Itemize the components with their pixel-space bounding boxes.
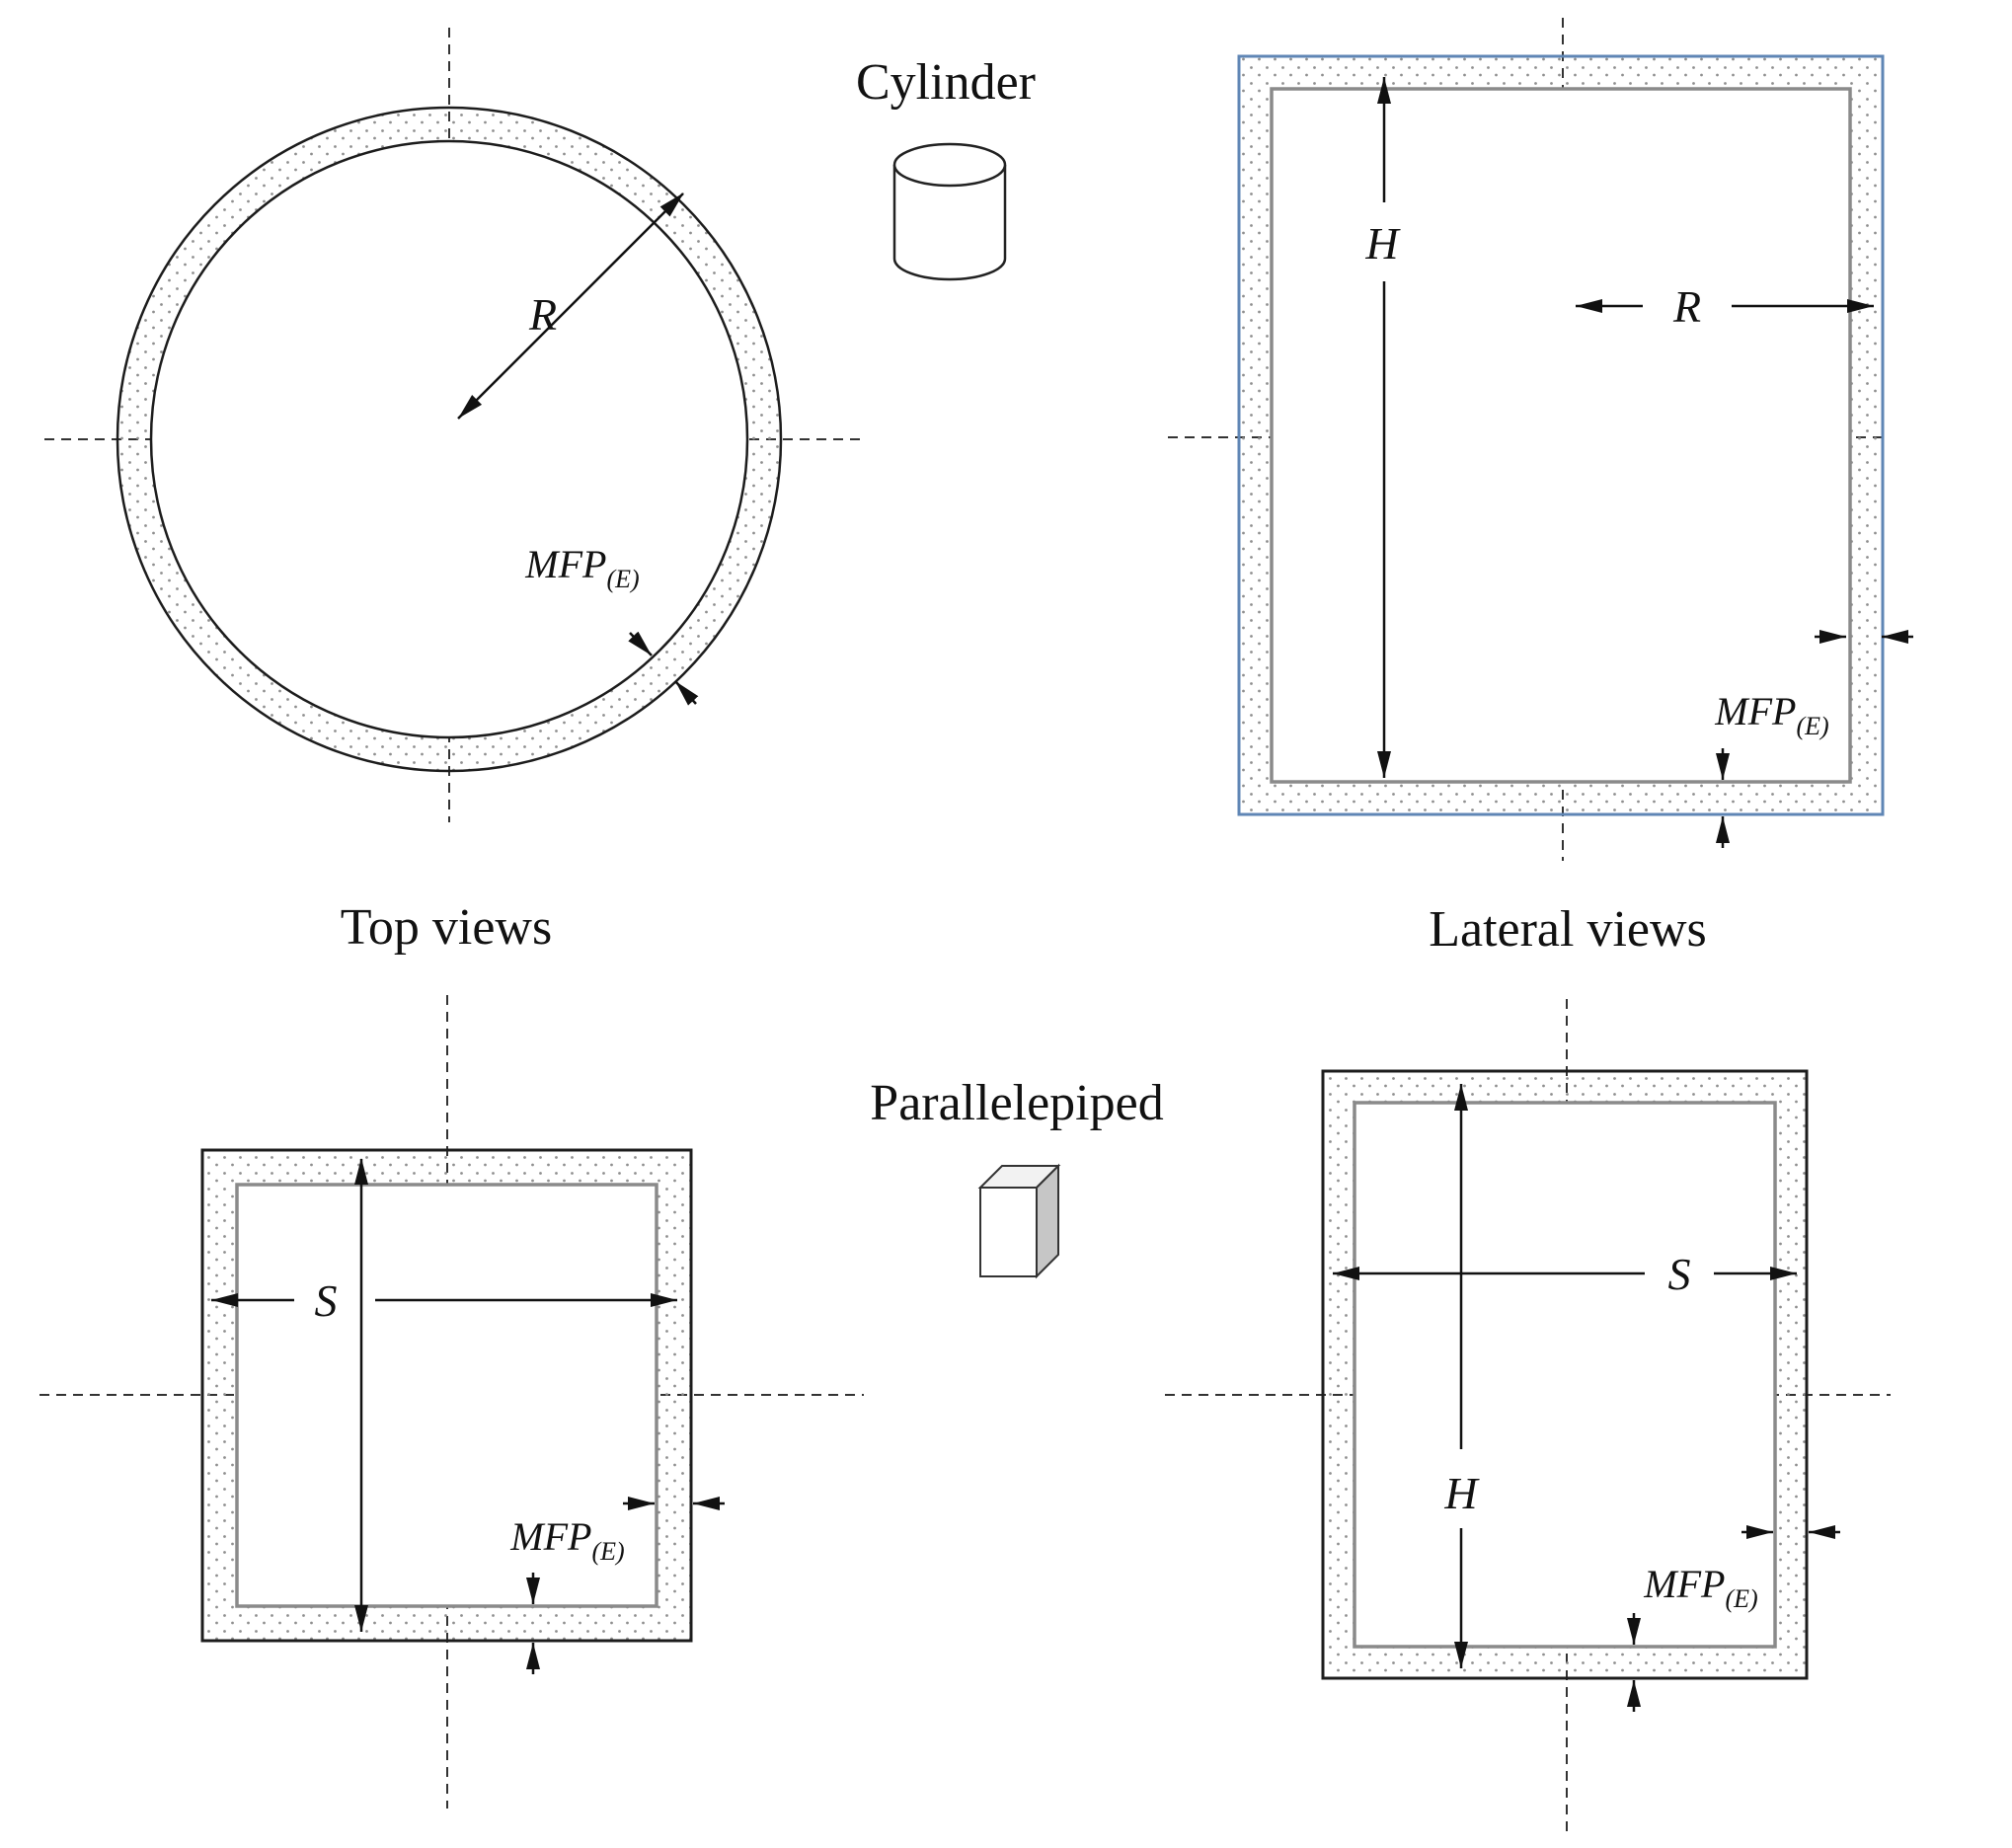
mfp-label: MFP(E) xyxy=(1714,689,1828,740)
side-label: S xyxy=(1668,1249,1691,1299)
inner-circle xyxy=(149,139,749,739)
parallelepiped-header: Parallelepiped xyxy=(870,1075,1164,1279)
inner-rect xyxy=(1270,87,1852,784)
cylinder-header: Cylinder xyxy=(856,54,1036,281)
mfp-label: MFP(E) xyxy=(1643,1562,1757,1613)
parallelepiped-title: Parallelepiped xyxy=(870,1075,1163,1131)
shell-thickness-arrow-outer xyxy=(674,680,699,706)
radius-label: R xyxy=(1672,281,1701,332)
lateral-views-caption: Lateral views xyxy=(1429,901,1707,958)
cylinder-lateral-view: H R MFP(E) xyxy=(1168,18,1913,861)
shell-thickness-arrow-inner xyxy=(628,631,653,656)
inner-square xyxy=(235,1183,658,1608)
cylinder-top-view: R MFP(E) xyxy=(44,28,861,822)
mfp-label: MFP(E) xyxy=(524,542,639,593)
parallelepiped-icon xyxy=(977,1163,1061,1279)
parallelepiped-lateral-view: H S MFP(E) xyxy=(1165,999,1891,1832)
height-label: H xyxy=(1443,1468,1480,1518)
height-label: H xyxy=(1364,218,1401,269)
mfp-label: MFP(E) xyxy=(509,1514,624,1566)
cylinder-title: Cylinder xyxy=(856,54,1036,111)
radius-arrow xyxy=(457,192,684,420)
side-label: S xyxy=(315,1275,338,1326)
cylinder-icon xyxy=(892,142,1007,281)
radius-label: R xyxy=(528,289,557,340)
top-views-caption: Top views xyxy=(341,899,552,956)
inner-rect xyxy=(1353,1101,1777,1649)
parallelepiped-top-view: S MFP(E) xyxy=(39,995,864,1809)
